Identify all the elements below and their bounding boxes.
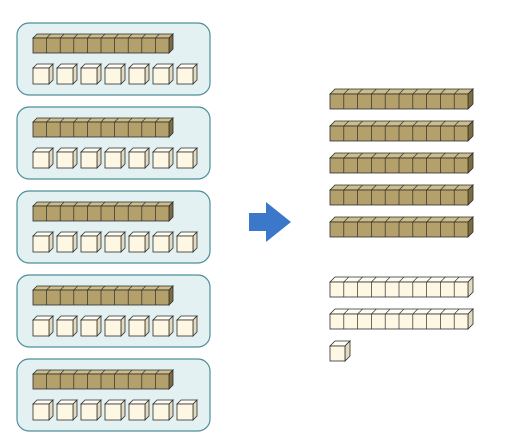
result-ten-rod <box>329 152 474 174</box>
ten-rod <box>32 369 174 390</box>
result-ten-rod <box>329 88 474 110</box>
left-groups <box>16 22 211 432</box>
unit-cube <box>128 399 150 421</box>
group-panel <box>16 106 211 180</box>
result-ten-rod-light <box>329 276 474 298</box>
unit-cube <box>56 63 78 85</box>
unit-cube <box>32 63 54 85</box>
ten-rod <box>32 201 174 222</box>
unit-cube <box>152 399 174 421</box>
right-arrow-icon <box>249 202 291 242</box>
unit-cube <box>32 315 54 337</box>
unit-cube <box>80 399 102 421</box>
group-panel <box>16 358 211 432</box>
result-ten-rod <box>329 120 474 142</box>
unit-cube <box>104 315 126 337</box>
unit-cube <box>176 63 198 85</box>
result-unit-cube <box>329 340 351 362</box>
result-ten-rod <box>329 184 474 206</box>
unit-cube <box>80 147 102 169</box>
unit-cube <box>128 63 150 85</box>
unit-cube <box>128 231 150 253</box>
unit-cube <box>152 315 174 337</box>
regrouped-result <box>329 88 474 362</box>
unit-cube <box>32 147 54 169</box>
ten-rod <box>32 117 174 138</box>
unit-cube <box>104 63 126 85</box>
unit-cube <box>104 399 126 421</box>
unit-cube <box>56 315 78 337</box>
unit-cube <box>56 231 78 253</box>
unit-cube <box>128 315 150 337</box>
unit-cube <box>152 63 174 85</box>
ten-rod <box>32 285 174 306</box>
unit-cube <box>128 147 150 169</box>
unit-cube <box>152 147 174 169</box>
result-ten-rod-light <box>329 308 474 330</box>
unit-cube <box>80 231 102 253</box>
ten-rod <box>32 33 174 54</box>
group-panel <box>16 274 211 348</box>
group-panel <box>16 190 211 264</box>
unit-cube <box>176 315 198 337</box>
unit-cube <box>32 231 54 253</box>
unit-cube <box>80 315 102 337</box>
unit-cube <box>104 231 126 253</box>
unit-cube <box>176 399 198 421</box>
unit-cube <box>80 63 102 85</box>
unit-cube <box>176 231 198 253</box>
unit-cube <box>56 399 78 421</box>
arrow-layer <box>249 202 291 242</box>
result-ten-rod <box>329 216 474 238</box>
unit-cube <box>176 147 198 169</box>
unit-cube <box>56 147 78 169</box>
unit-cube <box>152 231 174 253</box>
unit-cube <box>32 399 54 421</box>
unit-cube <box>104 147 126 169</box>
group-panel <box>16 22 211 96</box>
